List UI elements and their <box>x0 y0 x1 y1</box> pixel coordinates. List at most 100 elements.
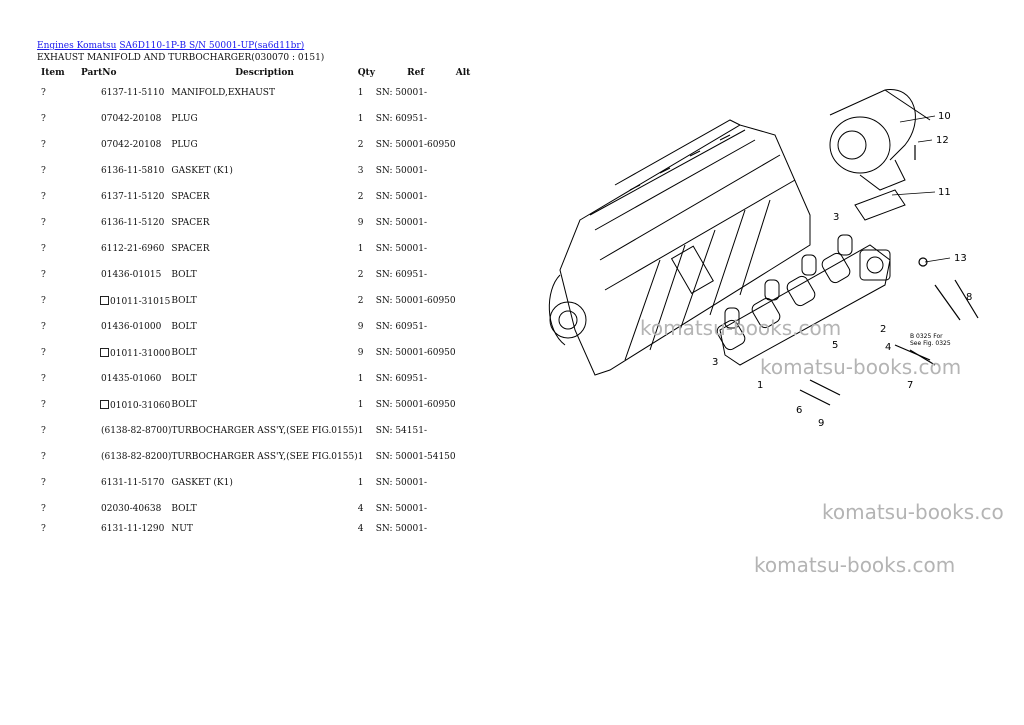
cell-partno: 6137-11-5120 <box>71 184 171 210</box>
cell-partno-text: 6112-21-6960 <box>101 244 165 254</box>
cell-partno-text: (6138-82-8200) <box>101 452 172 462</box>
cell-item-text: ? <box>41 348 46 358</box>
callout-9: 9 <box>818 418 824 429</box>
cell-description-text: BOLT <box>171 348 197 358</box>
cell-partno-text: 6131-11-1290 <box>101 524 165 534</box>
cell-description: BOLT <box>171 366 357 392</box>
cell-partno-text: 07042-20108 <box>101 140 162 150</box>
breadcrumb-link-model[interactable]: SA6D110-1P-B S/N 50001-UP(sa6d11br) <box>119 41 305 51</box>
cell-ref: SN: 50001- <box>376 470 456 496</box>
cell-description: GASKET (K1) <box>171 470 357 496</box>
cell-partno-text: 02030-40638 <box>101 504 162 514</box>
cell-item: ? <box>37 210 71 236</box>
cell-ref: SN: 60951- <box>376 262 456 288</box>
gaskets-drawing <box>724 189 906 329</box>
cell-ref-text: SN: 50001-60950 <box>375 348 456 358</box>
cell-description-text: BOLT <box>171 400 197 410</box>
cell-description: PLUG <box>171 132 357 158</box>
cell-qty-text: 3 <box>357 166 364 176</box>
turbocharger-drawing <box>829 89 931 191</box>
cell-ref: SN: 50001- <box>376 184 456 210</box>
column-header-ref: Ref <box>407 68 425 78</box>
page-title: EXHAUST MANIFOLD AND TURBOCHARGER(030070… <box>37 53 325 63</box>
cell-qty-text: 1 <box>357 244 364 254</box>
cell-item-text: ? <box>41 192 46 202</box>
watermark: komatsu-books.com <box>754 553 956 577</box>
cell-item: ? <box>37 80 71 106</box>
cell-item: ? <box>37 340 71 366</box>
cell-ref-text: SN: 60951- <box>375 322 428 332</box>
cell-qty-text: 9 <box>357 348 364 358</box>
cell-ref: SN: 50001-54150 <box>376 444 456 470</box>
bolts-drawing <box>799 145 979 406</box>
cell-item-text: ? <box>41 166 46 176</box>
cell-partno: 01011-31000 <box>71 340 171 366</box>
engine-block-drawing <box>548 119 811 376</box>
cell-description: BOLT <box>171 288 357 314</box>
cell-description-text: TURBOCHARGER ASS'Y,(SEE FIG.0155) <box>171 452 358 462</box>
cell-ref-text: SN: 50001-54150 <box>375 452 456 462</box>
cell-item: ? <box>37 392 71 418</box>
column-header-item: Item <box>41 68 65 78</box>
cell-ref: SN: 50001-60950 <box>376 392 456 418</box>
diagram-note-2: See Fig. 0325 <box>910 340 951 347</box>
cell-partno: 6137-11-5110 <box>71 80 171 106</box>
cell-qty: 2 <box>358 184 376 210</box>
cell-alt <box>456 184 496 210</box>
cell-description-text: SPACER <box>171 244 210 254</box>
cell-partno-text: 6137-11-5110 <box>101 88 165 98</box>
callout-8: 8 <box>966 292 972 303</box>
cell-qty: 1 <box>358 80 376 106</box>
callout-13: 13 <box>954 253 967 264</box>
cell-item-text: ? <box>41 400 46 410</box>
callout-7: 7 <box>907 380 913 391</box>
cell-item-text: ? <box>41 270 46 280</box>
cell-description: SPACER <box>171 236 357 262</box>
cell-item-text: ? <box>41 524 46 534</box>
cell-item-text: ? <box>41 88 46 98</box>
cell-item: ? <box>37 106 71 132</box>
breadcrumb-link-engines[interactable]: Engines Komatsu <box>37 41 117 51</box>
cell-ref: SN: 50001- <box>376 80 456 106</box>
cell-item: ? <box>37 366 71 392</box>
callout-3-top: 3 <box>833 212 839 223</box>
cell-partno: 6131-11-5170 <box>71 470 171 496</box>
cell-partno: 6136-11-5120 <box>71 210 171 236</box>
column-header-alt: Alt <box>455 68 471 78</box>
cell-alt <box>456 496 496 522</box>
cell-item-text: ? <box>41 322 46 332</box>
cell-partno-text: 01011-31015 <box>110 296 171 307</box>
cell-description-text: SPACER <box>171 218 210 228</box>
cell-description-text: GASKET (K1) <box>171 166 233 176</box>
breadcrumb: Engines Komatsu SA6D110-1P-B S/N 50001-U… <box>37 41 304 52</box>
cell-alt <box>456 132 496 158</box>
cell-qty-text: 1 <box>357 426 364 436</box>
watermark: komatsu-books.com <box>640 316 842 340</box>
callout-11: 11 <box>938 187 951 198</box>
cell-ref-text: SN: 50001- <box>375 192 428 202</box>
cell-qty: 2 <box>358 288 376 314</box>
cell-partno: 07042-20108 <box>71 132 171 158</box>
callout-6: 6 <box>796 405 802 416</box>
cell-item-text: ? <box>41 426 46 436</box>
cell-partno: 6131-11-1290 <box>71 522 171 536</box>
cell-qty-text: 9 <box>357 322 364 332</box>
cell-ref-text: SN: 50001- <box>375 504 428 514</box>
cell-qty-text: 2 <box>357 296 364 306</box>
cell-alt <box>456 444 496 470</box>
cell-alt <box>456 418 496 444</box>
cell-partno-text: 01011-31000 <box>110 348 171 359</box>
cell-item: ? <box>37 262 71 288</box>
callout-1: 1 <box>757 380 763 391</box>
cell-partno: 01436-01000 <box>71 314 171 340</box>
cell-ref: SN: 60951- <box>376 314 456 340</box>
cell-item-text: ? <box>41 452 46 462</box>
cell-ref-text: SN: 50001- <box>375 524 428 534</box>
cell-partno-text: 01010-31060 <box>110 400 171 411</box>
cell-partno: 01011-31015 <box>71 288 171 314</box>
